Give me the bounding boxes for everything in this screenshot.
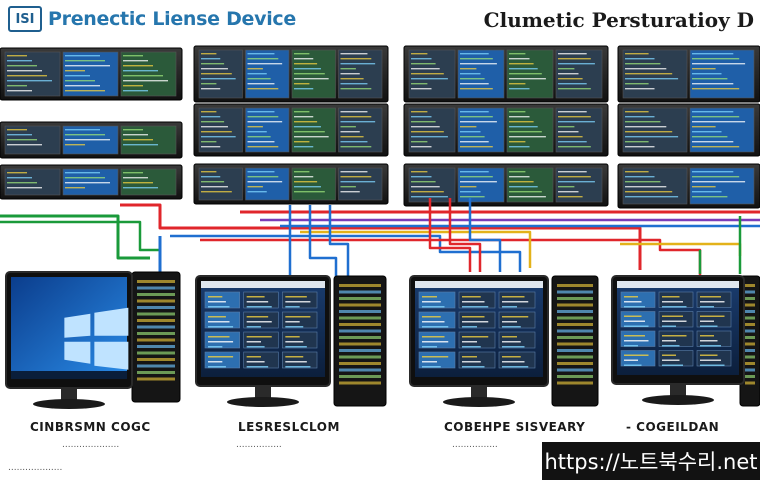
- pc-tower-3: [551, 275, 599, 407]
- header-left: ISI Prenectic Liense Device: [8, 6, 296, 32]
- server-rack-3: [0, 164, 183, 200]
- bottom-left-text: ...................: [8, 463, 63, 473]
- cable-2: [0, 220, 160, 252]
- cable-4: [170, 234, 522, 272]
- cable-15: [448, 198, 482, 272]
- computer-label-2: LESRESLCLOM: [238, 420, 340, 434]
- cable-1: [0, 214, 150, 260]
- computer-label-3: COBEHPE SISVEARY: [444, 420, 586, 434]
- cable-16: [468, 198, 502, 272]
- computer-label-1: CINBRSMN COGC: [30, 420, 151, 434]
- pc-stand-3: [443, 386, 515, 407]
- page-title-right: Clumetic Persturatioy D: [483, 8, 754, 32]
- pc-monitor-1: [5, 271, 133, 389]
- pc-monitor-2: [195, 275, 331, 387]
- server-rack-7: [403, 45, 609, 103]
- server-rack-1: [0, 47, 183, 101]
- logo-icon: ISI: [8, 6, 42, 32]
- cable-14: [428, 198, 472, 272]
- computer-label-4: - COGEILDAN: [626, 420, 720, 434]
- cable-13: [328, 205, 350, 276]
- server-rack-10: [617, 45, 760, 103]
- windows-logo-icon: [64, 307, 129, 370]
- server-rack-6: [193, 163, 389, 205]
- server-rack-4: [193, 45, 389, 103]
- pc-stand-4: [642, 384, 714, 405]
- server-rack-5: [193, 103, 389, 157]
- computer-1: [5, 271, 181, 409]
- pc-tower-2: [333, 275, 387, 407]
- cable-9: [300, 230, 532, 268]
- watermark-banner: https://노트북수리.net: [542, 442, 760, 480]
- pc-stand-2: [227, 386, 299, 407]
- computer-4: [611, 275, 760, 407]
- server-rack-9: [403, 163, 609, 207]
- cable-3: [120, 203, 642, 270]
- server-rack-12: [617, 163, 760, 209]
- pc-tower-1: [131, 271, 181, 403]
- computer-sublabel-3: ................: [452, 440, 498, 450]
- computer-sublabel-1: ....................: [62, 440, 120, 450]
- cable-12: [308, 205, 338, 278]
- pc-monitor-3: [409, 275, 549, 387]
- server-rack-11: [617, 103, 760, 157]
- computer-2: [195, 275, 387, 407]
- server-rack-2: [0, 121, 183, 159]
- pc-stand-1: [33, 388, 105, 409]
- server-rack-8: [403, 103, 609, 157]
- computer-sublabel-2: ................: [236, 440, 282, 450]
- computer-3: [409, 275, 599, 407]
- pc-monitor-4: [611, 275, 745, 385]
- page-title: Prenectic Liense Device: [48, 8, 296, 30]
